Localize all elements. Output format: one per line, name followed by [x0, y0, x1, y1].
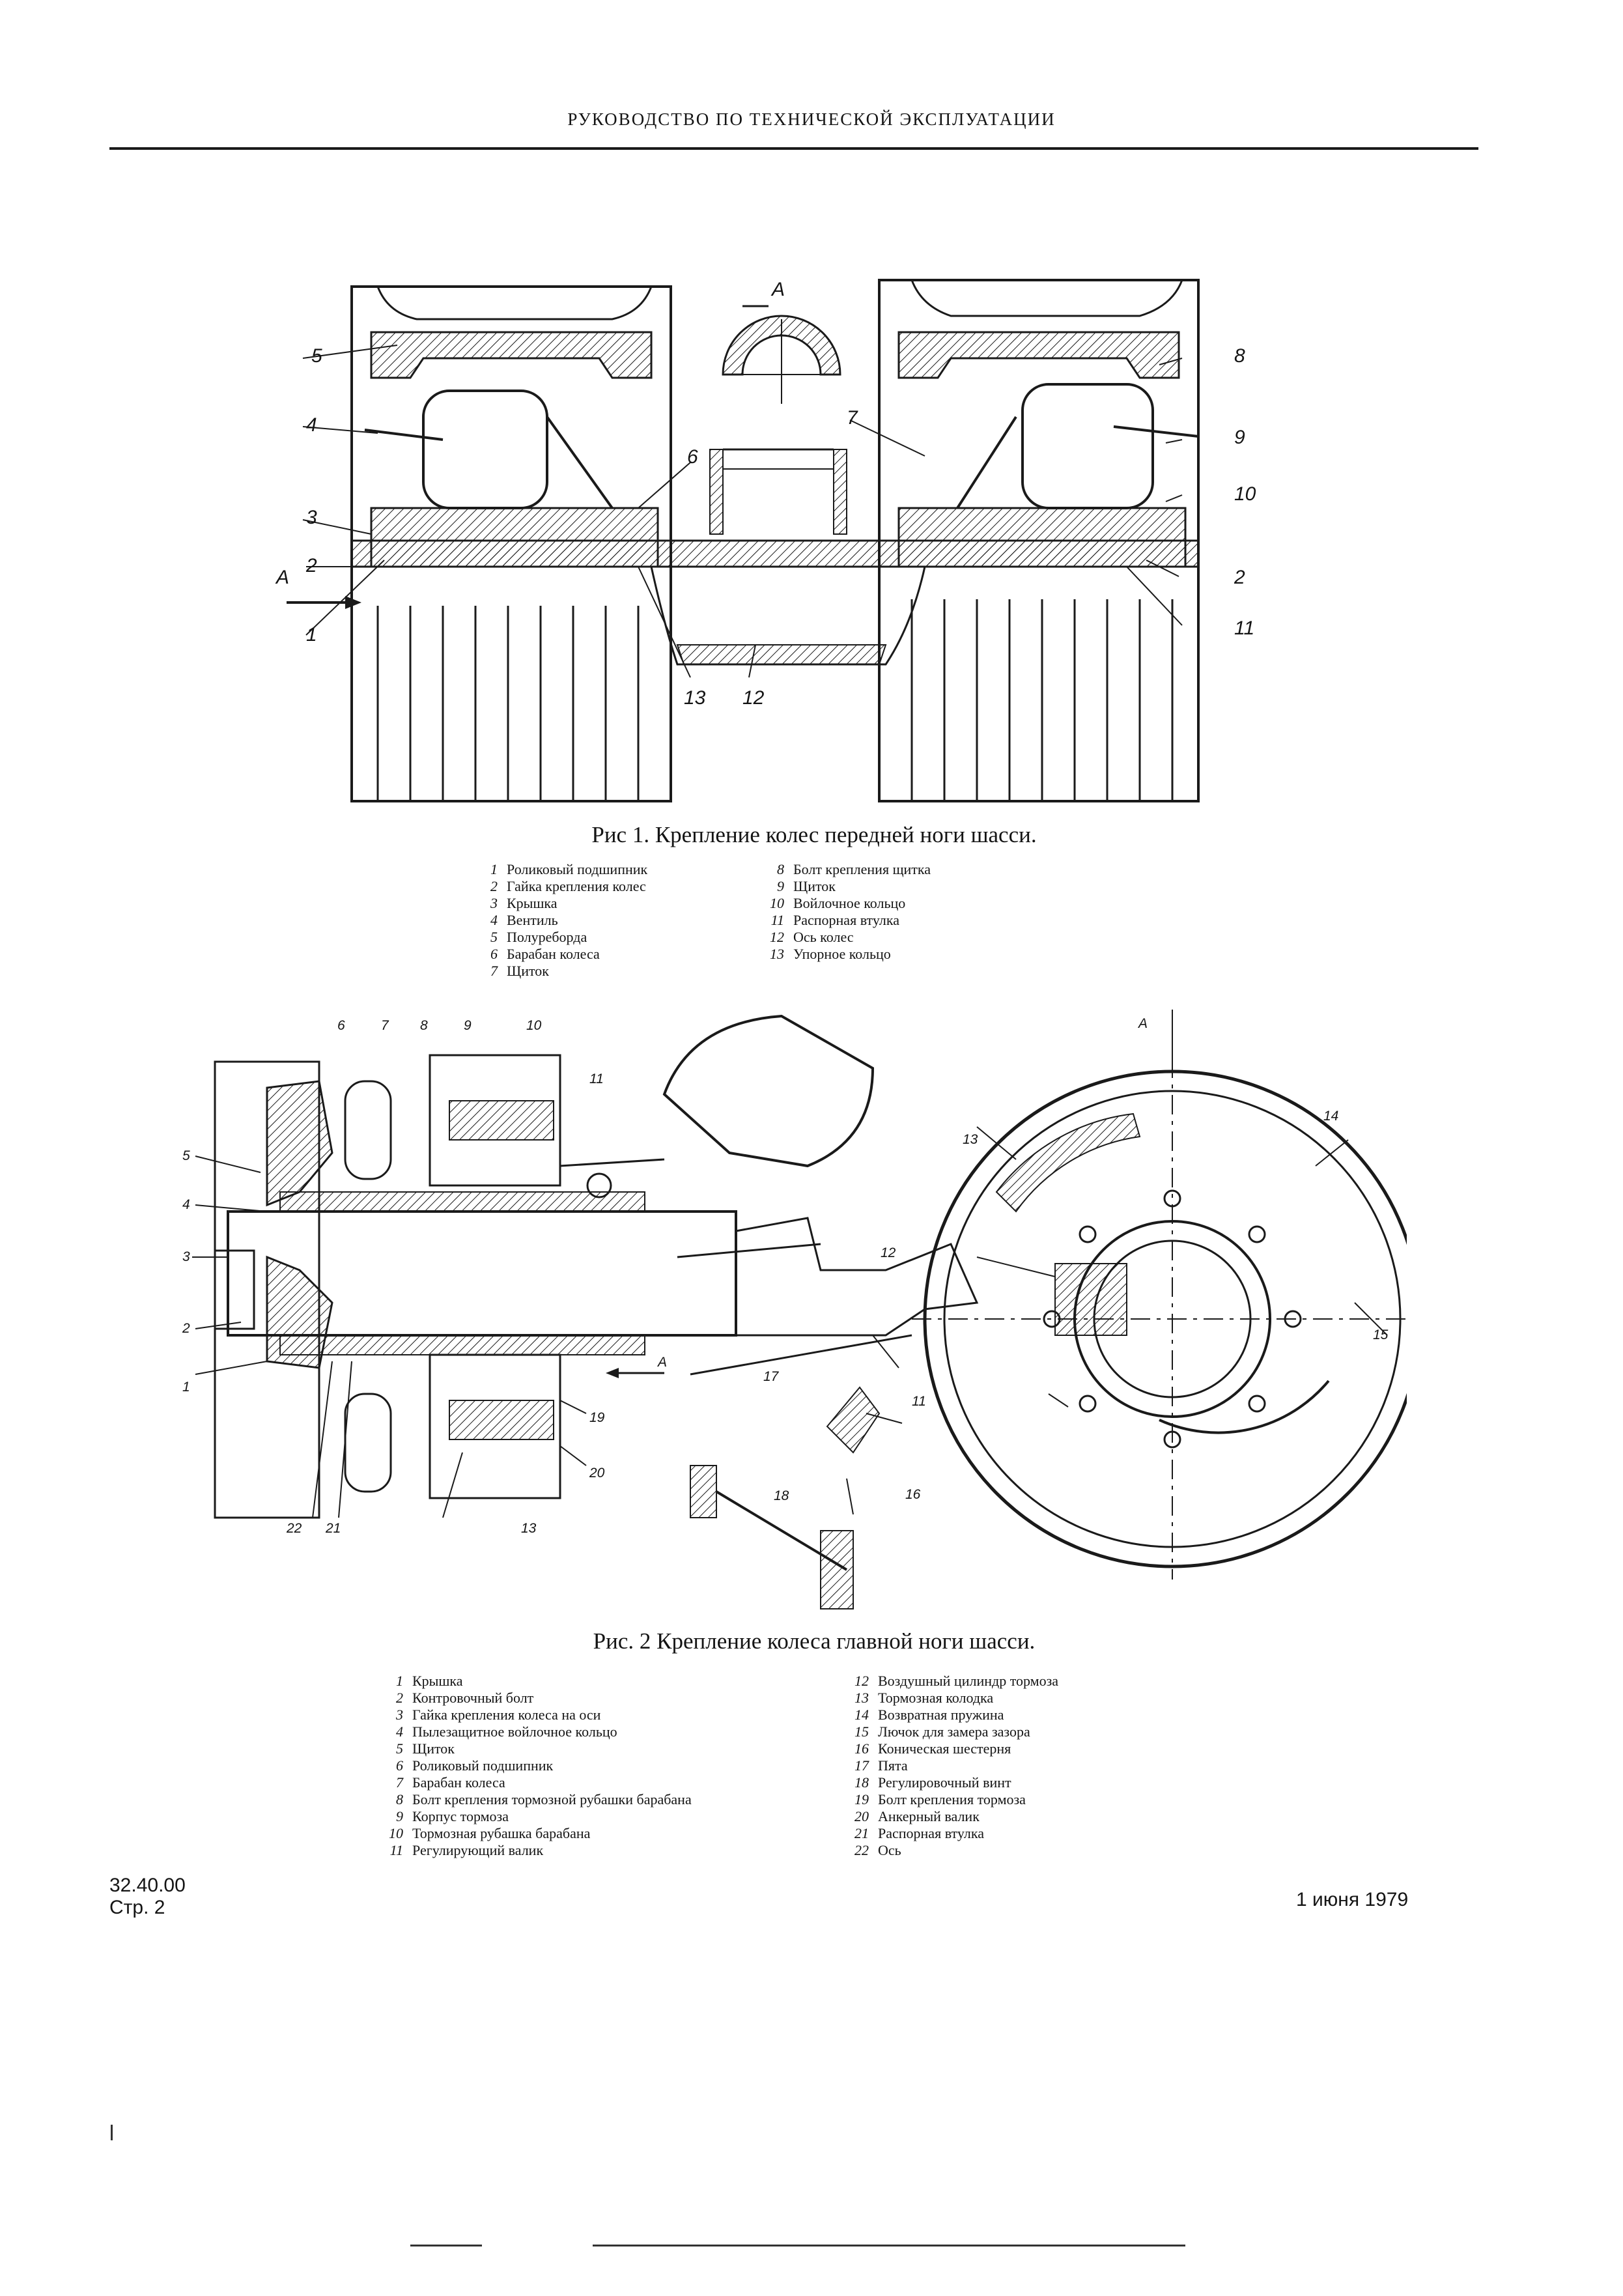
fig1-view-arrow-label: А: [276, 567, 290, 588]
figure-2-diagram: [192, 1010, 1407, 1609]
fig2-callout-11-gear: 11: [912, 1394, 926, 1409]
fig2-callout-17: 17: [763, 1369, 779, 1384]
fig1-callout-1: 1: [306, 624, 317, 645]
fig2-callout-6: 6: [337, 1018, 345, 1033]
fig2-callout-15: 15: [1373, 1327, 1389, 1342]
figure-2-caption: Рис. 2 Крепление колеса главной ноги шас…: [593, 1628, 1036, 1654]
fig2-callout-3: 3: [182, 1249, 190, 1264]
fig1-callout-3: 3: [306, 507, 317, 528]
fig2-callout-13: 13: [963, 1132, 978, 1147]
footer-date: 1 июня 1979: [1296, 1889, 1409, 1910]
fig2-callout-9: 9: [464, 1018, 472, 1033]
scan-mark: [593, 2245, 1185, 2246]
fig2-callout-13-bottom: 13: [521, 1521, 537, 1536]
fig2-callout-7: 7: [381, 1018, 389, 1033]
fig1-callout-2: 2: [306, 555, 317, 576]
fig2-callout-11: 11: [589, 1071, 604, 1086]
fig1-section-label: А: [772, 279, 785, 300]
fig2-callout-20: 20: [589, 1466, 605, 1481]
fig2-callout-14: 14: [1323, 1109, 1339, 1124]
fig1-callout-2-right: 2: [1234, 567, 1245, 588]
fig1-callout-13: 13: [684, 687, 706, 709]
scan-mark: [111, 2125, 113, 2140]
fig2-callout-1: 1: [182, 1380, 190, 1395]
fig2-callout-12: 12: [881, 1245, 896, 1260]
footer-page-number: Стр. 2: [109, 1897, 165, 1918]
fig2-callout-8: 8: [420, 1018, 428, 1033]
figure-1-caption: Рис 1. Крепление колес передней ноги шас…: [591, 822, 1037, 847]
fig2-callout-19: 19: [589, 1410, 605, 1425]
footer-doc-block: 32.40.00 Стр. 2: [109, 1875, 186, 1919]
fig2-callout-5: 5: [182, 1148, 190, 1163]
footer-doc-number: 32.40.00: [109, 1875, 186, 1896]
header-rule: [109, 147, 1478, 150]
fig1-callout-4: 4: [306, 414, 317, 436]
fig1-callout-10: 10: [1234, 483, 1256, 505]
fig2-callout-18: 18: [774, 1488, 789, 1503]
fig2-callout-16: 16: [905, 1487, 921, 1502]
fig2-section-label: А: [1138, 1016, 1148, 1031]
fig1-callout-5: 5: [311, 345, 322, 367]
fig2-callout-2: 2: [182, 1321, 190, 1336]
fig2-callout-10: 10: [526, 1018, 542, 1033]
fig2-view-arrow-label: А: [658, 1355, 668, 1370]
fig2-callout-21: 21: [326, 1521, 341, 1536]
fig2-callout-22: 22: [287, 1521, 302, 1536]
fig1-callout-12: 12: [742, 687, 765, 709]
fig1-callout-7: 7: [847, 407, 858, 429]
fig2-callout-4: 4: [182, 1197, 190, 1212]
fig1-callout-6: 6: [687, 446, 698, 468]
figure-1-diagram: [287, 279, 1200, 802]
fig1-callout-8: 8: [1234, 345, 1245, 367]
fig1-callout-9: 9: [1234, 427, 1245, 448]
running-header: РУКОВОДСТВО ПО ТЕХНИЧЕСКОЙ ЭКСПЛУАТАЦИИ: [567, 109, 1056, 129]
scan-mark: [410, 2245, 482, 2246]
fig1-callout-11: 11: [1234, 617, 1255, 639]
